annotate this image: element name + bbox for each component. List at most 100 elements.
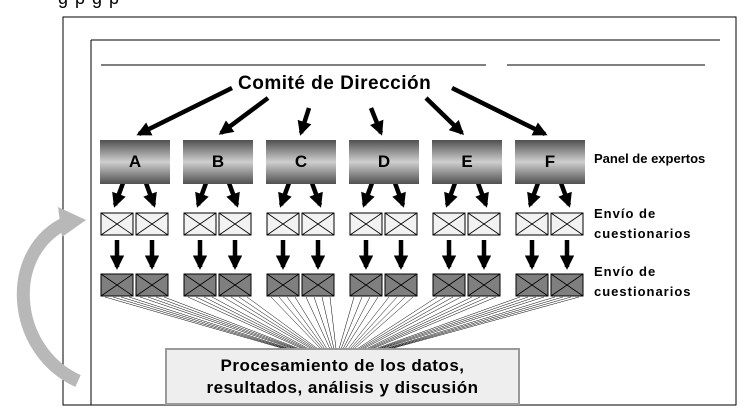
expert-d-arrow-right [392, 182, 406, 208]
envelope-fold [550, 223, 584, 236]
fan-line [347, 296, 390, 350]
envelope-fold [266, 223, 300, 236]
expert-box-c: C [266, 140, 336, 184]
fan-line [313, 296, 333, 350]
questionnaire-round-1-label: Envío de cuestionarios [594, 204, 692, 244]
envelope-light-a-right [135, 212, 169, 236]
fan-line [246, 296, 319, 350]
envelope-fold [515, 284, 549, 297]
envelope-fold [218, 223, 252, 236]
fan-line [163, 296, 301, 350]
envelope-fold [349, 284, 383, 297]
fan-line [385, 296, 564, 350]
fan-line [305, 296, 331, 350]
fan-line [278, 296, 324, 350]
envelope-fold [349, 223, 383, 236]
fan-lines [104, 296, 580, 350]
envelope-fold [100, 223, 134, 236]
fan-line [387, 296, 572, 350]
envelope-light-d-right [384, 212, 418, 236]
fan-line [344, 296, 379, 350]
envelope-dark-d-right [384, 273, 418, 297]
processing-line1: Procesamiento de los datos, [220, 355, 465, 375]
fan-line [380, 296, 545, 350]
questionnaire-round-2-line2: cuestionarios [594, 284, 692, 299]
fan-line [383, 296, 556, 350]
data-processing-box: Procesamiento de los datos, resultados, … [165, 348, 520, 405]
committee-arrow-d [368, 107, 384, 136]
fan-line [238, 296, 317, 350]
envelope-dark-f-left [515, 273, 549, 297]
fan-line [356, 296, 438, 350]
expert-f-arrow-right [558, 182, 572, 208]
fan-line [362, 296, 462, 350]
envelope-fold [467, 223, 501, 236]
envelope-fold [266, 284, 300, 297]
envelope-light-e-right [467, 212, 501, 236]
questionnaire-round-2-label: Envío de cuestionarios [594, 262, 692, 302]
envelope-light-b-left [183, 212, 217, 236]
expert-b-arrow-right [226, 182, 240, 208]
committee-arrow-e [424, 96, 465, 136]
envelope-fold [432, 223, 466, 236]
envelope-light-d-left [349, 212, 383, 236]
fan-line [342, 296, 371, 350]
envelope-dark-c-left [266, 273, 300, 297]
envelope-dark-a-left [100, 273, 134, 297]
envelope-fold [301, 223, 335, 236]
fan-line [371, 296, 497, 350]
committee-arrow-c [297, 107, 312, 136]
steering-committee-label: Comité de Dirección [238, 73, 432, 94]
fan-line [294, 296, 328, 350]
fan-line [286, 296, 326, 350]
flow-arrows [109, 182, 575, 270]
fan-line [367, 296, 481, 350]
envelope-fold [515, 223, 549, 236]
fan-line [349, 296, 398, 350]
fan-line [389, 296, 580, 350]
fan-line [211, 296, 310, 350]
envelope-light-c-right [301, 212, 335, 236]
expert-f-arrow-left [527, 182, 541, 208]
expert-a-arrow-left [112, 182, 126, 208]
envelope-fold [183, 284, 217, 297]
fan-line [321, 296, 335, 350]
fan-line [104, 296, 286, 350]
fan-line [139, 296, 295, 350]
envelope-dark-a-right [135, 273, 169, 297]
envelope-dark-f-right [550, 273, 584, 297]
processing-line2: resultados, análisis y discusión [206, 377, 479, 397]
fan-line [376, 296, 529, 350]
fan-line [353, 296, 414, 350]
envelope-fold [432, 284, 466, 297]
questionnaire-round-1-line2: cuestionarios [594, 226, 692, 241]
fan-line [147, 296, 297, 350]
fan-line [369, 296, 489, 350]
committee-arrow-f [451, 85, 548, 137]
envelope-fold [467, 284, 501, 297]
fan-line [195, 296, 306, 350]
fan-line [112, 296, 288, 350]
expert-c-arrow-left [278, 182, 292, 208]
envelope-dark-b-right [218, 273, 252, 297]
envelope-fold [135, 223, 169, 236]
fan-line [351, 296, 406, 350]
envelope-fold [218, 284, 252, 297]
fan-line [374, 296, 521, 350]
expert-box-f: F [515, 140, 585, 184]
expert-box-a: A [100, 140, 170, 184]
envelope-fold [100, 284, 134, 297]
expert-d-arrow-left [361, 182, 375, 208]
questionnaire-round-1-line1: Envío de [594, 206, 657, 221]
feedback-arrow-body [17, 216, 81, 387]
fan-line [187, 296, 304, 350]
envelope-light-b-right [218, 212, 252, 236]
fan-line [329, 296, 337, 350]
fan-line [270, 296, 322, 350]
fan-line [155, 296, 299, 350]
fan-line [338, 296, 355, 350]
committee-arrow-a [136, 85, 233, 137]
expert-c-arrow-right [309, 182, 323, 208]
envelope-light-e-left [432, 212, 466, 236]
